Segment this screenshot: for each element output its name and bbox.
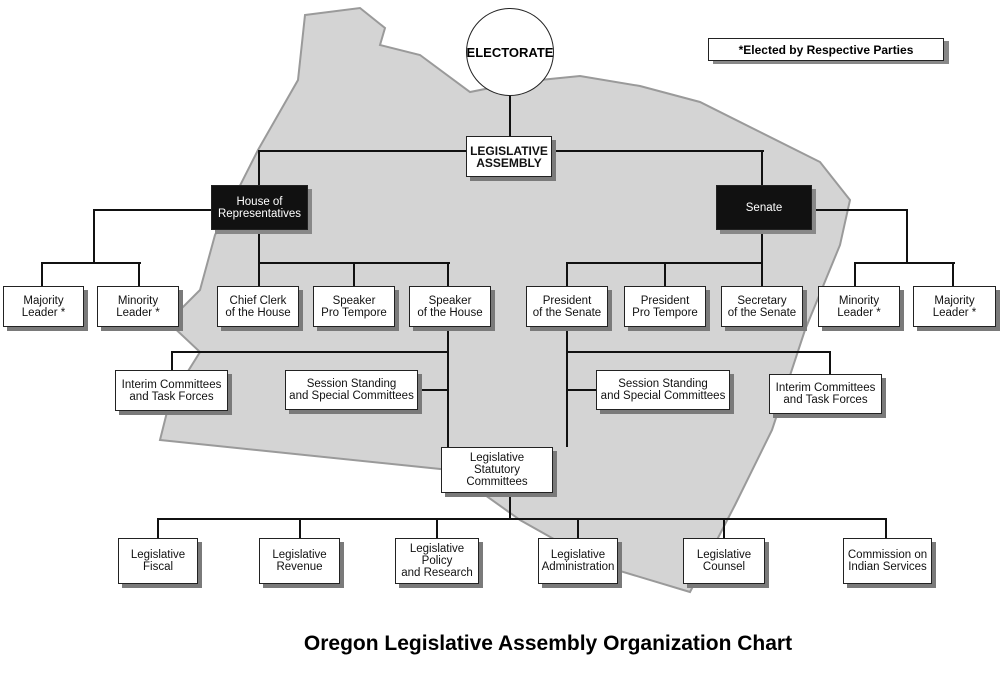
statutory-committees-node: Legislative Statutory Committees (441, 447, 553, 493)
legislative-fiscal: Legislative Fiscal (118, 538, 198, 584)
legislative-policy-research: Legislative Policy and Research (395, 538, 479, 584)
secretary-of-the-senate: Secretary of the Senate (721, 286, 803, 327)
house-session-committees: Session Standing and Special Committees (285, 370, 418, 410)
house-minority-leader: Minority Leader * (97, 286, 179, 327)
president-of-the-senate: President of the Senate (526, 286, 608, 327)
commission-indian-services: Commission on Indian Services (843, 538, 932, 584)
house-speaker-pro-tempore: Speaker Pro Tempore (313, 286, 395, 327)
house-node: House of Representatives (211, 185, 308, 230)
senate-node: Senate (716, 185, 812, 230)
senate-minority-leader: Minority Leader * (818, 286, 900, 327)
electorate-node: ELECTORATE (466, 8, 554, 96)
legislative-assembly-node: LEGISLATIVE ASSEMBLY (466, 136, 552, 177)
legislative-administration: Legislative Administration (538, 538, 618, 584)
senate-majority-leader: Majority Leader * (913, 286, 996, 327)
senate-president-pro-tempore: President Pro Tempore (624, 286, 706, 327)
house-majority-leader: Majority Leader * (3, 286, 84, 327)
senate-session-committees: Session Standing and Special Committees (596, 370, 730, 410)
senate-interim-committees: Interim Committees and Task Forces (769, 374, 882, 414)
chart-title: Oregon Legislative Assembly Organization… (303, 632, 793, 655)
chief-clerk: Chief Clerk of the House (217, 286, 299, 327)
footnote-box: *Elected by Respective Parties (708, 38, 944, 61)
legislative-counsel: Legislative Counsel (683, 538, 765, 584)
speaker-of-the-house: Speaker of the House (409, 286, 491, 327)
legislative-revenue: Legislative Revenue (259, 538, 340, 584)
house-interim-committees: Interim Committees and Task Forces (115, 370, 228, 411)
